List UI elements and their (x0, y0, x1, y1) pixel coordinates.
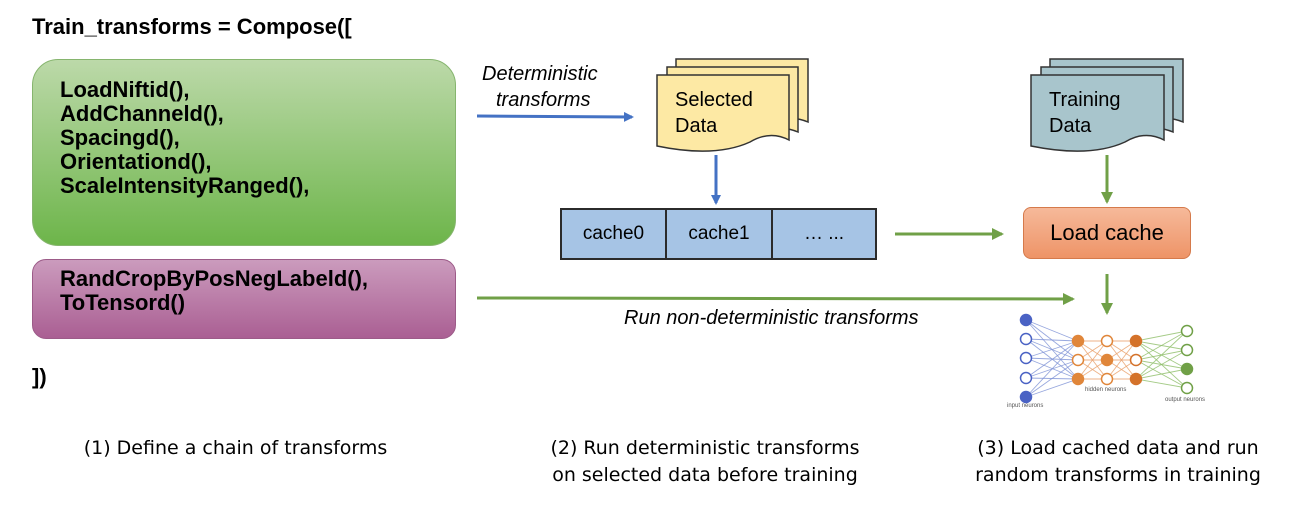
network-neuron (1180, 362, 1194, 376)
network-neuron (1019, 371, 1033, 385)
network-edge (1025, 338, 1079, 342)
training-data-document-icon (1030, 58, 1184, 152)
cache-cell: … ... (771, 208, 877, 260)
hidden-neurons-label: hidden neurons (1085, 387, 1127, 393)
training-data-label-line1: Training (1049, 89, 1121, 111)
load-cache-box: Load cache (1023, 207, 1191, 259)
transform-item: LoadNiftid(), (60, 77, 190, 102)
selected-data-label-line1: Selected (675, 89, 753, 111)
transform-item: RandCropByPosNegLabeld(), (60, 266, 369, 291)
caption-step3-line2: random transforms in training (975, 464, 1261, 486)
random-transforms-label: Run non-deterministic transforms (624, 307, 919, 329)
cache-cell: cache0 (560, 208, 667, 260)
input-neurons-label: input neurons (1007, 403, 1044, 409)
network-edge (1135, 330, 1188, 380)
transform-item: AddChanneld(), (60, 101, 224, 126)
deterministic-arrow (476, 111, 634, 122)
caption-step2-line2: on selected data before training (552, 464, 858, 486)
network-edge (1025, 340, 1079, 398)
network-edge (1077, 340, 1108, 380)
random-transforms-arrow (476, 292, 1075, 305)
network-edge (1135, 349, 1188, 380)
random-transforms-list: RandCropByPosNegLabeld(), ToTensord() (60, 267, 368, 315)
network-neuron (1180, 324, 1194, 338)
transform-item: Spacingd(), (60, 125, 180, 150)
network-edge (1025, 359, 1079, 398)
selected-data-document-icon (656, 58, 809, 152)
selected-data-label-line2: Data (675, 115, 718, 137)
deterministic-label-line2: transforms (496, 89, 591, 111)
code-title: Train_transforms = Compose([ (32, 14, 352, 39)
network-neuron (1180, 381, 1194, 395)
network-neuron (1071, 334, 1085, 348)
network-edge (1135, 330, 1188, 342)
caption-step1: (1) Define a chain of transforms (83, 437, 388, 459)
network-edge (1135, 330, 1188, 361)
deterministic-transforms-list: LoadNiftid(), AddChanneld(), Spacingd(),… (60, 78, 309, 198)
network-edge (1025, 340, 1079, 379)
deterministic-label-line1: Deterministic (482, 63, 598, 85)
network-neuron (1129, 372, 1143, 386)
deterministic-transforms-box (32, 59, 456, 246)
network-neuron (1071, 372, 1085, 386)
neural-network-diagram (1019, 313, 1194, 404)
network-edge (1025, 378, 1079, 398)
transform-item: Orientationd(), (60, 149, 212, 174)
output-neurons-label: output neurons (1165, 397, 1206, 403)
network-neuron (1129, 353, 1143, 367)
transform-item: ToTensord() (60, 290, 186, 315)
network-neuron (1100, 372, 1114, 386)
network-neuron (1100, 334, 1114, 348)
network-neuron (1071, 353, 1085, 367)
network-edge (1106, 340, 1137, 380)
cache-cell: cache1 (665, 208, 773, 260)
network-edge (1135, 368, 1188, 380)
network-edge (1135, 378, 1188, 389)
network-neuron (1180, 343, 1194, 357)
training-data-label-line2: Data (1049, 115, 1092, 137)
network-neuron (1100, 353, 1114, 367)
network-neuron (1019, 313, 1033, 327)
caption-step3-line1: (3) Load cached data and run (977, 437, 1259, 459)
network-edge (1025, 340, 1079, 359)
caption-step2-line1: (2) Run deterministic transforms (550, 437, 860, 459)
network-neuron (1019, 390, 1033, 404)
network-neuron (1019, 351, 1033, 365)
network-neuron (1129, 334, 1143, 348)
code-close: ]) (32, 364, 47, 389)
network-edge (1025, 319, 1079, 342)
network-neuron (1019, 332, 1033, 346)
transform-item: ScaleIntensityRanged(), (60, 173, 310, 198)
random-transforms-box (32, 259, 456, 339)
